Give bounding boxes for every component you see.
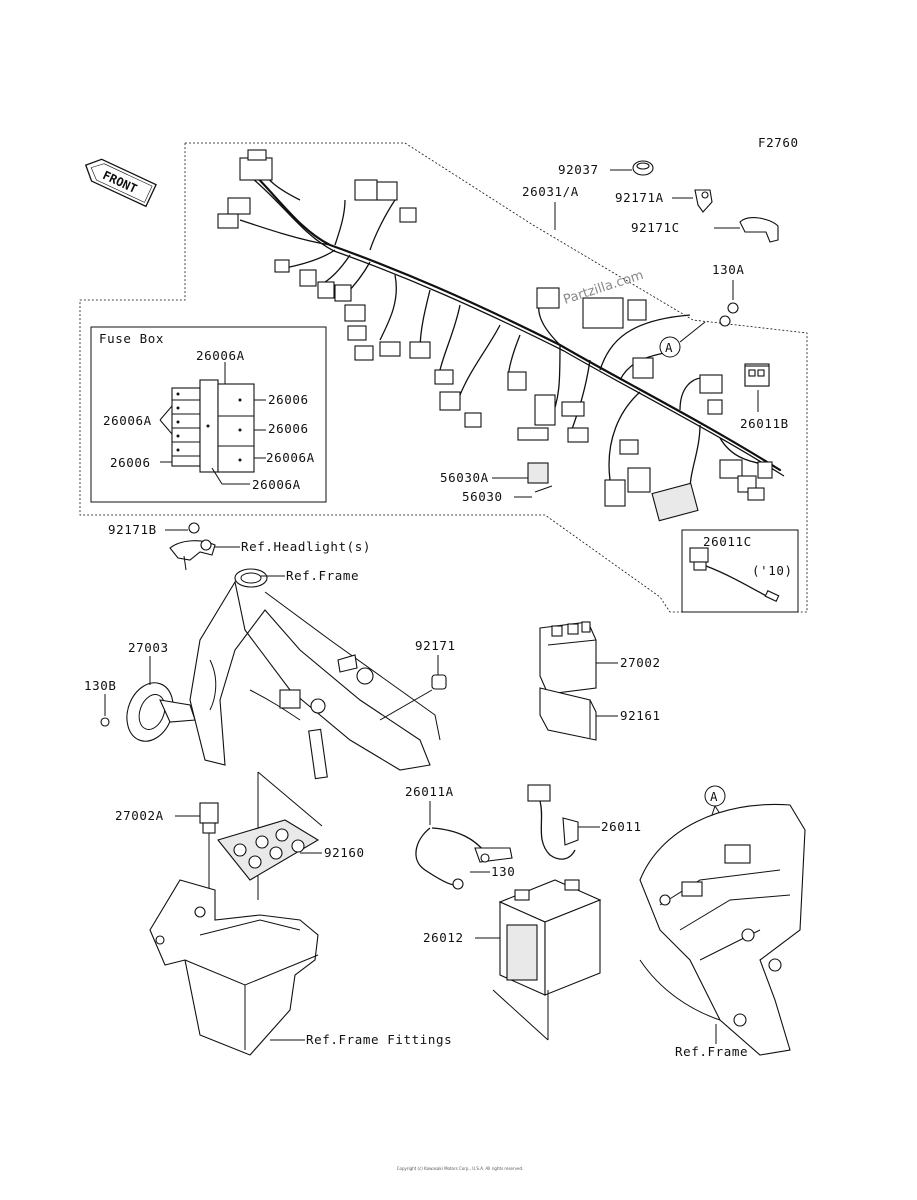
fuse-label-6: 26006A	[266, 450, 315, 465]
label-92171A: 92171A	[615, 190, 664, 205]
clamp-92171-icon	[431, 674, 447, 690]
figure-code: F2760	[758, 135, 799, 150]
clamp-92171A-icon	[694, 189, 713, 213]
tie-56030-icon	[534, 485, 553, 493]
label-ref-frame-fittings: Ref.Frame Fittings	[306, 1032, 452, 1047]
box-26011C	[681, 529, 799, 613]
label-ref-headlight: Ref.Headlight(s)	[241, 539, 371, 554]
harness-connectors	[217, 149, 773, 522]
callout-a-frame-label: A	[710, 789, 718, 804]
ecu-case-92161-icon	[539, 687, 597, 741]
label-130B: 130B	[84, 678, 117, 693]
fuse-label-2: 26006A	[103, 413, 152, 428]
label-130: 130	[491, 864, 515, 879]
fuse-label-4: 26006	[268, 392, 309, 407]
label-92037: 92037	[558, 162, 599, 177]
battery-26012-icon	[498, 879, 602, 996]
ground-lead-26011A-icon	[415, 827, 513, 890]
frame-drawing	[189, 568, 441, 780]
label-56030A: 56030A	[440, 470, 489, 485]
label-26031A: 26031/A	[522, 184, 579, 199]
clamp-92037-icon	[632, 160, 654, 176]
label-130A: 130A	[712, 262, 745, 277]
label-92161: 92161	[620, 708, 661, 723]
label-year-10: ('10)	[752, 563, 793, 578]
fuse-label-5: 26006	[268, 421, 309, 436]
battery-case-icon	[149, 879, 319, 1056]
label-92160: 92160	[324, 845, 365, 860]
cable-26011-icon	[527, 784, 579, 860]
fuse-label-3: 26006	[110, 455, 151, 470]
connector-26011B-icon	[744, 365, 770, 387]
bolt-130B-icon	[100, 717, 110, 727]
label-27003: 27003	[128, 640, 169, 655]
label-27002: 27002	[620, 655, 661, 670]
label-56030: 56030	[462, 489, 503, 504]
label-92171C: 92171C	[631, 220, 680, 235]
harness-group-outline	[79, 142, 808, 613]
headlight-bracket-icon	[169, 539, 216, 571]
label-26011B: 26011B	[740, 416, 789, 431]
fuse-label-7: 26006A	[252, 477, 301, 492]
label-26011: 26011	[601, 819, 642, 834]
label-26011C: 26011C	[703, 534, 752, 549]
bolt-130A-icon	[727, 302, 739, 314]
label-ref-frame-2: Ref.Frame	[675, 1044, 748, 1059]
label-27002A: 27002A	[115, 808, 164, 823]
pad-92160-icon	[217, 819, 320, 881]
fuse-box-frame	[90, 326, 327, 503]
front-arrow-icon: FRONT	[84, 158, 157, 208]
main-wiring-harness	[239, 164, 785, 491]
fuse-box-drawing	[159, 362, 266, 485]
frame-detail-drawing	[639, 803, 806, 1056]
label-26011A: 26011A	[405, 784, 454, 799]
clamp-92171B-icon	[188, 522, 200, 534]
fuse-label-1: 26006A	[196, 348, 245, 363]
label-ref-frame-1: Ref.Frame	[286, 568, 359, 583]
ecu-27002-icon	[539, 621, 597, 695]
label-92171: 92171	[415, 638, 456, 653]
lead-26011C-icon	[689, 547, 780, 602]
clamp-92171C-icon	[739, 217, 779, 243]
fuse-box-title: Fuse Box	[99, 331, 164, 346]
horn-27003-icon	[126, 682, 196, 742]
label-92171B: 92171B	[108, 522, 157, 537]
copyright-notice: Copyright (c) Kawasaki Motors Corp., U.S…	[396, 1166, 524, 1171]
pad-56030A-icon	[527, 462, 549, 484]
callout-a-harness	[659, 336, 681, 358]
label-26012: 26012	[423, 930, 464, 945]
callout-a-harness-label: A	[665, 340, 673, 355]
